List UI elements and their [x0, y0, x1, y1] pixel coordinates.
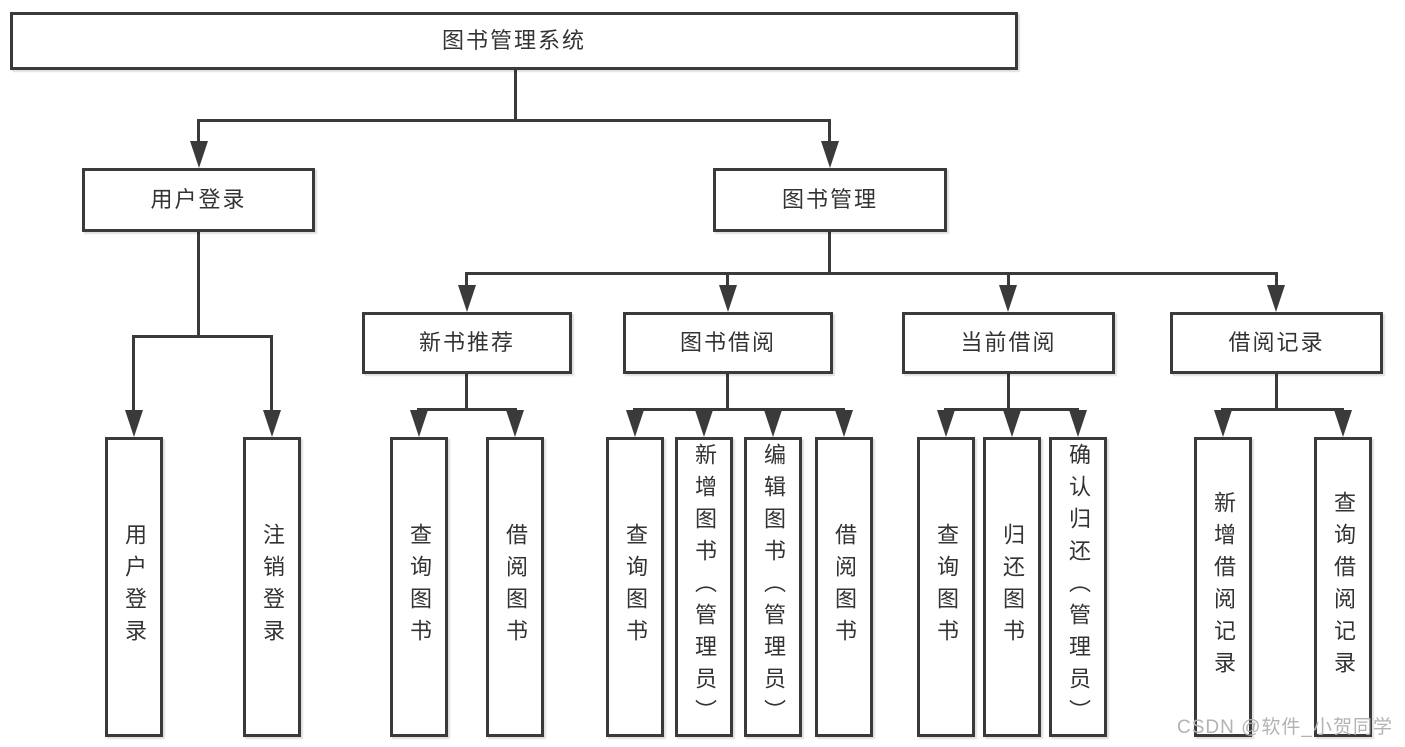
node-leaf-edit-books-admin: 编辑图书（管理员）: [744, 437, 802, 737]
arrowhead-down-icon: [125, 410, 143, 437]
node-book-management-label: 图书管理: [781, 187, 878, 212]
arrowhead-down-icon: [190, 141, 208, 168]
connector-line: [465, 374, 468, 408]
arrowhead-down-icon: [821, 141, 839, 168]
node-user-login: 用户登录: [82, 168, 315, 232]
node-book-management-system: 图书管理系统: [10, 12, 1018, 70]
arrowhead-down-icon: [999, 285, 1017, 312]
node-leaf-query-borrow-record-label: 查询借阅记录: [1331, 491, 1356, 683]
node-user-login-label: 用户登录: [150, 187, 247, 212]
node-leaf-add-borrow-record-label: 新增借阅记录: [1211, 491, 1236, 683]
node-book-management: 图书管理: [713, 168, 947, 232]
arrowhead-down-icon: [1069, 410, 1087, 437]
node-leaf-confirm-return-admin-label: 确认归还（管理员）: [1066, 443, 1091, 731]
arrowhead-down-icon: [719, 285, 737, 312]
node-new-book-recommend-label: 新书推荐: [418, 330, 515, 355]
arrowhead-down-icon: [835, 410, 853, 437]
node-leaf-add-books-admin: 新增图书（管理员）: [675, 437, 733, 737]
arrowhead-down-icon: [1003, 410, 1021, 437]
node-leaf-borrow-query-books-label: 查询图书: [623, 523, 648, 651]
node-leaf-borrow-borrow-books: 借阅图书: [815, 437, 873, 737]
connector-bar: [417, 408, 517, 411]
node-leaf-user-login-label: 用户登录: [122, 523, 147, 651]
connector-line: [270, 335, 273, 413]
node-leaf-borrow-borrow-books-label: 借阅图书: [832, 523, 857, 651]
node-current-borrow: 当前借阅: [902, 312, 1115, 374]
connector-level2-bar: [197, 119, 831, 122]
arrowhead-down-icon: [263, 410, 281, 437]
node-leaf-user-login: 用户登录: [105, 437, 163, 737]
node-leaf-return-books-label: 归还图书: [1000, 523, 1025, 651]
node-leaf-current-query-books-label: 查询图书: [934, 523, 959, 651]
connector-line: [726, 374, 729, 408]
watermark: CSDN @软件_小贺同学: [1177, 717, 1393, 738]
arrowhead-down-icon: [764, 410, 782, 437]
connector-bar: [132, 335, 273, 338]
arrowhead-down-icon: [458, 285, 476, 312]
connector-line: [197, 232, 200, 336]
arrowhead-down-icon: [1214, 410, 1232, 437]
node-leaf-recommend-borrow-books: 借阅图书: [486, 437, 544, 737]
node-leaf-add-books-admin-label: 新增图书（管理员）: [692, 443, 717, 731]
node-leaf-logout-label: 注销登录: [260, 523, 285, 651]
connector-line: [828, 232, 831, 272]
connector-line: [132, 335, 135, 413]
connector-line: [1275, 272, 1278, 290]
node-leaf-recommend-query-books-label: 查询图书: [407, 523, 432, 651]
node-leaf-confirm-return-admin: 确认归还（管理员）: [1049, 437, 1107, 737]
connector-line: [1275, 374, 1278, 408]
connector-bar: [1221, 408, 1344, 411]
node-leaf-recommend-query-books: 查询图书: [390, 437, 448, 737]
node-leaf-borrow-query-books: 查询图书: [606, 437, 664, 737]
connector-line: [197, 119, 200, 149]
arrowhead-down-icon: [626, 410, 644, 437]
node-leaf-recommend-borrow-books-label: 借阅图书: [503, 523, 528, 651]
arrowhead-down-icon: [410, 410, 428, 437]
arrowhead-down-icon: [506, 410, 524, 437]
node-book-management-system-label: 图书管理系统: [441, 28, 586, 53]
connector-root-stem: [514, 70, 517, 119]
arrowhead-down-icon: [695, 410, 713, 437]
node-leaf-edit-books-admin-label: 编辑图书（管理员）: [761, 443, 786, 731]
node-leaf-return-books: 归还图书: [983, 437, 1041, 737]
connector-line: [726, 272, 729, 290]
node-leaf-query-borrow-record: 查询借阅记录: [1314, 437, 1372, 737]
connector-line: [465, 272, 468, 290]
arrowhead-down-icon: [937, 410, 955, 437]
arrowhead-down-icon: [1334, 410, 1352, 437]
node-borrow-records-label: 借阅记录: [1228, 330, 1325, 355]
connector-line: [1007, 272, 1010, 290]
node-leaf-add-borrow-record: 新增借阅记录: [1194, 437, 1252, 737]
node-leaf-current-query-books: 查询图书: [917, 437, 975, 737]
node-book-borrow-label: 图书借阅: [679, 330, 776, 355]
node-leaf-logout: 注销登录: [243, 437, 301, 737]
connector-line: [1007, 374, 1010, 408]
node-borrow-records: 借阅记录: [1170, 312, 1383, 374]
connector-line: [828, 119, 831, 149]
connector-bar: [633, 408, 845, 411]
node-current-borrow-label: 当前借阅: [960, 330, 1057, 355]
arrowhead-down-icon: [1267, 285, 1285, 312]
connector-level3-bar: [465, 272, 1278, 275]
node-book-borrow: 图书借阅: [623, 312, 833, 374]
node-new-book-recommend: 新书推荐: [362, 312, 572, 374]
